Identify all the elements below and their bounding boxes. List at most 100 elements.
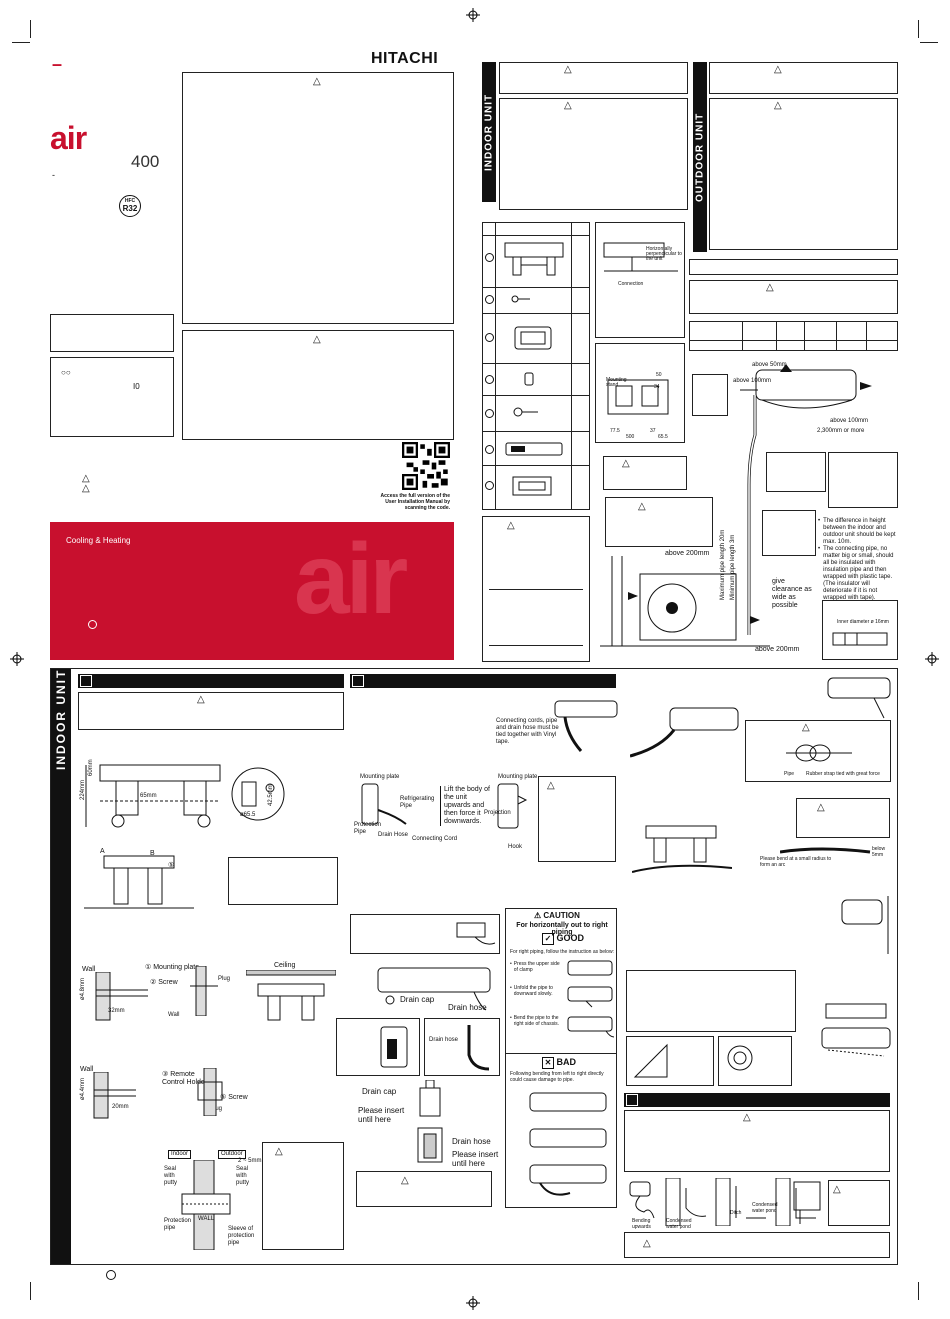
info-box-1 [50, 314, 174, 352]
remote-holder-drawing [197, 1068, 223, 1116]
unit-tape-drawing [827, 677, 891, 719]
bend-drawing [780, 847, 871, 854]
banner-watermark: air [294, 523, 408, 635]
hole-detail-drawing [231, 767, 285, 821]
good-step-1: •Press the upper side of clamp [510, 961, 560, 973]
drain-hose-label-2: Drain hose [448, 1003, 487, 1012]
remote-holder-icon [514, 326, 552, 350]
condensed-water-1: Condensed water pond [666, 1218, 692, 1230]
product-name: air [50, 120, 87, 156]
wall-unit-drawing [740, 364, 872, 409]
warning-box-left-lower: △ [482, 516, 590, 662]
outdoor-warning-note-2: △ [605, 497, 713, 547]
good-unit-drawing-1 [567, 960, 613, 976]
remote-box [766, 452, 826, 492]
outdoor-note-3 [762, 510, 816, 556]
section-label-outdoor-unit: OUTDOOR UNIT [693, 62, 707, 252]
instruction-box-right [626, 970, 796, 1032]
wall-screw-drawing [190, 966, 218, 1016]
height-diff-bullet-1: •The difference in height between the in… [818, 518, 896, 545]
warning-triangle-icon: △ [82, 473, 90, 484]
mounting-plate-dimension-drawing [85, 764, 221, 828]
horizontal-note: Horizontally perpendicular to the unit [646, 246, 682, 262]
warning-triangle-icon: △ [802, 722, 810, 733]
pipe-path-drawing [747, 395, 757, 635]
outdoor-label: Outdoor [218, 1150, 246, 1159]
section-header-mounting [78, 674, 344, 688]
warning-triangle-icon: △ [743, 1112, 751, 1123]
dim-224mm: 224mm [80, 779, 86, 800]
outdoor-note-1 [692, 374, 728, 416]
protection-pipe-label: Protection Pipe [354, 822, 382, 835]
seal-putty-2: Seal with putty [236, 1166, 250, 1186]
plate-install-drawing [84, 855, 194, 909]
ceiling-label: Ceiling [274, 962, 296, 969]
rubber-strap-label: Rubber strap tied with great force [806, 771, 880, 777]
mounting-plate-icon [504, 242, 564, 276]
above-100mm-left: above 100mm [733, 378, 772, 384]
above-200mm-bottom: above 200mm [755, 646, 800, 653]
banner-circle-icon [88, 620, 97, 629]
crop-mark [30, 1282, 31, 1300]
wall-section-drawing-1 [95, 972, 148, 1021]
registration-mark-bottom [466, 1296, 480, 1310]
plug-icon [524, 372, 534, 386]
outdoor-note-bar [689, 259, 898, 275]
detail-box-a [626, 1036, 714, 1086]
wall-caps-label: WALL [198, 1216, 215, 1222]
drain-warning-box: △ [356, 1171, 492, 1207]
drain-bad-examples-drawing [629, 1178, 816, 1226]
warning-triangle-icon: △ [507, 520, 515, 531]
row-marker-icon [485, 409, 494, 418]
mounting-stand-drawing [607, 379, 669, 415]
filter-icon [512, 476, 552, 496]
tapping-screw-icon [513, 407, 538, 417]
x-icon: ✕ [542, 1057, 554, 1069]
warning-triangle-icon: △ [547, 780, 555, 791]
refrigerant-top: HFC [124, 198, 136, 204]
caution-triangle-icon: ⚠ [534, 911, 542, 920]
screw5-step: ⑤ Screw [220, 1094, 248, 1101]
row-marker-icon [485, 481, 494, 490]
crop-mark [920, 42, 938, 43]
plug-label-1: Plug [218, 976, 231, 982]
below-5mm: below 5mm [872, 846, 886, 858]
warning-triangle-icon: △ [564, 64, 572, 75]
height-diff-bullet-2: •The connecting pipe, no matter big or s… [818, 546, 894, 601]
wall-sleeve-drawing [181, 1160, 231, 1250]
good-intro: For right piping, follow the instruction… [510, 949, 614, 955]
ditch-label: Ditch [730, 1210, 742, 1216]
accessories-table [482, 222, 590, 510]
outdoor-warning-box-2: △ [709, 98, 898, 250]
brand-logo: HITACHI [371, 50, 439, 67]
row-marker-icon [485, 445, 494, 454]
mounting-plate-label-2: Mounting plate [498, 774, 538, 780]
step-5: ⑤ [168, 862, 175, 869]
dia-4-8: ø4.8mm [80, 977, 86, 1000]
indoor-warning-box-2: △ [499, 98, 688, 210]
mounting-note-box [228, 857, 338, 905]
plate-pipe-drawing [632, 825, 732, 873]
screw-step: ② Screw [150, 979, 178, 986]
row-marker-icon [485, 333, 494, 342]
good-step-3: •Bend the pipe to the right side of chas… [510, 1015, 560, 1027]
caution-subtitle: For horizontally out to right piping [516, 922, 608, 936]
mounting-stand-label: Mounting stand [606, 377, 627, 388]
dim-65mm: 65mm [140, 793, 157, 799]
dim-34: 34 [654, 384, 660, 390]
indoor-warning-box-1: △ [499, 62, 688, 94]
screw-icon [511, 295, 530, 303]
unit-hook-drawing-left [361, 783, 407, 825]
crop-mark [918, 20, 919, 38]
refrigerant-badge: HFC R32 [119, 195, 141, 217]
condensed-water-2: Condensed water pond [752, 1202, 778, 1214]
corner-detail-drawing [633, 1043, 668, 1078]
crop-mark [12, 42, 30, 43]
seal-putty-1: Seal with putty [164, 1166, 178, 1186]
mounting-stand-diagram: Mounting stand 50 34 77.5 500 65.5 37 [595, 343, 685, 443]
drain-hose-label-4: Drain hose [452, 1137, 491, 1146]
registration-mark-right [925, 652, 939, 666]
qr-code[interactable] [402, 442, 450, 490]
footer-circle-icon [106, 1270, 116, 1280]
section-header-piping [350, 674, 616, 688]
